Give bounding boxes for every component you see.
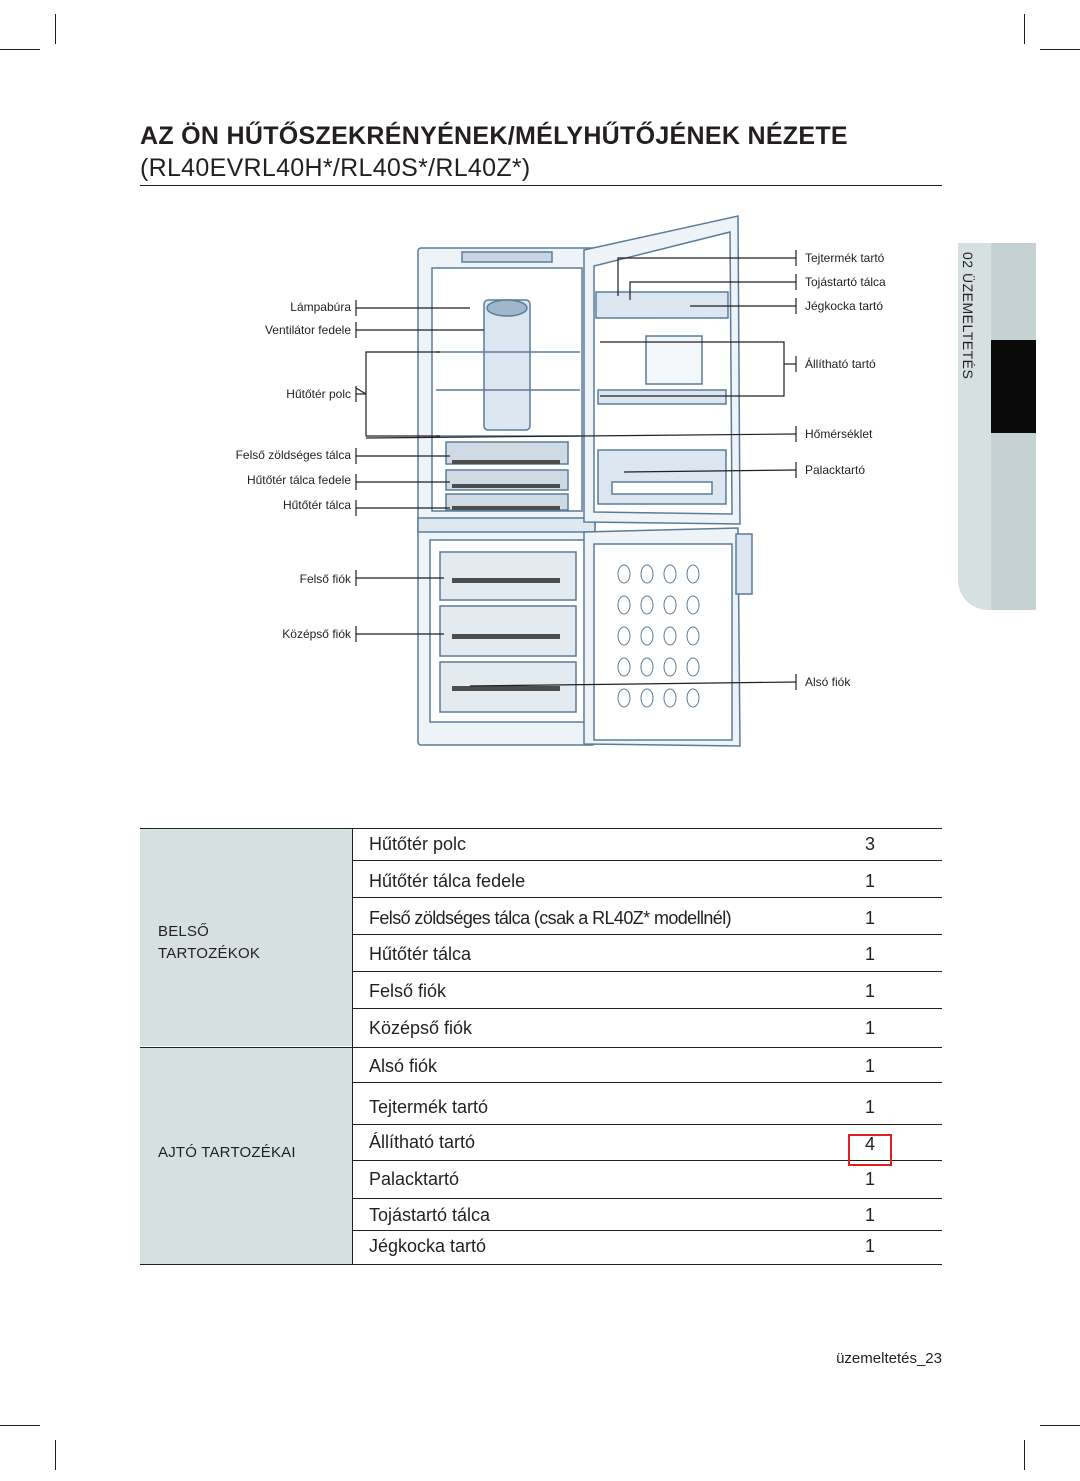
- table-rule: [140, 1047, 942, 1048]
- table-row-qty: 1: [864, 1097, 875, 1117]
- table-row-name: Hűtőtér tálca: [369, 944, 472, 964]
- table-rule: [352, 1082, 942, 1083]
- table-row-qty: 1: [864, 1236, 875, 1256]
- label-lampabura: Lámpabúra: [290, 300, 351, 314]
- highlight-box: [848, 1134, 892, 1166]
- table-row-name: Hűtőtér tálca fedele: [369, 871, 526, 891]
- chapter-tab: [958, 243, 1036, 610]
- crop-mark: [0, 49, 40, 50]
- table-rule: [352, 1160, 942, 1161]
- table-rule: [352, 1124, 942, 1125]
- table-row-qty: 3: [864, 834, 875, 854]
- table-row-name: Alsó fiók: [369, 1056, 438, 1076]
- table-row-qty: 1: [864, 1056, 875, 1076]
- page-title: AZ ÖN HŰTŐSZEKRÉNYÉNEK/MÉLYHŰTŐJÉNEK NÉZ…: [140, 122, 848, 150]
- table-rule: [352, 1230, 942, 1231]
- table-row-qty: 1: [864, 1018, 875, 1038]
- table-rule: [140, 828, 942, 829]
- crop-mark: [55, 14, 56, 44]
- label-hutoter-polc: Hűtőtér polc: [286, 387, 351, 401]
- crop-mark: [1024, 14, 1025, 44]
- table-row-name: Jégkocka tartó: [369, 1236, 487, 1256]
- label-ventilator-fedele: Ventilátor fedele: [264, 323, 351, 337]
- crop-mark: [55, 1440, 56, 1470]
- group-label-belso: BELSŐ TARTOZÉKOK: [158, 923, 261, 962]
- crop-mark: [1040, 49, 1080, 50]
- page-subtitle: (RL40EVRL40H*/RL40S*/RL40Z*): [140, 154, 531, 182]
- crop-mark: [1024, 1440, 1025, 1470]
- label-kozepso-fiok: Középső fiók: [282, 627, 351, 641]
- chapter-label: 02 ÜZEMELTETÉS: [960, 252, 976, 380]
- crop-mark: [1040, 1425, 1080, 1426]
- label-hutoter-talca: Hűtőtér tálca: [282, 498, 351, 512]
- table-rule: [352, 897, 942, 898]
- table-row-name: Felső fiók: [369, 981, 447, 1001]
- table-row-qty: 1: [864, 1205, 875, 1225]
- table-rule: [140, 1264, 942, 1265]
- table-row-qty: 4: [864, 1134, 875, 1154]
- table-rule: [352, 860, 942, 861]
- label-tojastarto-talca: Tojástartó tálca: [805, 275, 886, 289]
- table-row-name: Tejtermék tartó: [369, 1097, 489, 1117]
- table-rule: [352, 971, 942, 972]
- table-row-qty: 1: [864, 944, 875, 964]
- page-heading: AZ ÖN HŰTŐSZEKRÉNYÉNEK/MÉLYHŰTŐJÉNEK NÉZ…: [140, 120, 942, 184]
- table-row-name: Állítható tartó: [369, 1132, 476, 1152]
- label-tejtermek-tarto: Tejtermék tartó: [805, 251, 885, 265]
- crop-mark: [0, 1425, 40, 1426]
- table-rule: [352, 1008, 942, 1009]
- table-divider: [352, 828, 353, 1264]
- table-row-name: Palacktartó: [369, 1169, 460, 1189]
- table-row-qty: 1: [864, 871, 875, 891]
- table-row-name: Tojástartó tálca: [369, 1205, 491, 1225]
- table-rule: [352, 1198, 942, 1199]
- label-palacktarto: Palacktartó: [805, 463, 866, 477]
- label-jegkocka-tarto: Jégkocka tartó: [805, 299, 884, 313]
- label-hutoter-talca-fedele: Hűtőtér tálca fedele: [246, 473, 351, 487]
- table-row-name: Felső zöldséges tálca (csak a RL40Z* mod…: [369, 908, 732, 928]
- label-also-fiok: Alsó fiók: [805, 675, 851, 689]
- page-number: üzemeltetés_23: [836, 1350, 942, 1367]
- fridge-diagram: [355, 215, 797, 747]
- table-row-name: Hűtőtér polc: [369, 834, 467, 854]
- group-cell-ajto: [140, 1048, 352, 1264]
- label-allithato-tarto: Állítható tartó: [805, 357, 876, 371]
- table-row-qty: 1: [864, 1169, 875, 1189]
- table-row-qty: 1: [864, 981, 875, 1001]
- table-row-name: Középső fiók: [369, 1018, 473, 1038]
- title-divider: [140, 185, 942, 186]
- table-rule: [352, 934, 942, 935]
- table-row-qty: 1: [864, 908, 875, 928]
- group-label-ajto: AJTÓ TARTOZÉKAI: [158, 1144, 296, 1161]
- chapter-tab-marker: [991, 340, 1036, 433]
- label-felso-fiok: Felső fiók: [299, 572, 351, 586]
- group-cell-belso: [140, 828, 352, 1046]
- label-felso-zoldseges-talca: Felső zöldséges tálca: [235, 448, 351, 462]
- label-homerseklet: Hőmérséklet: [805, 427, 873, 441]
